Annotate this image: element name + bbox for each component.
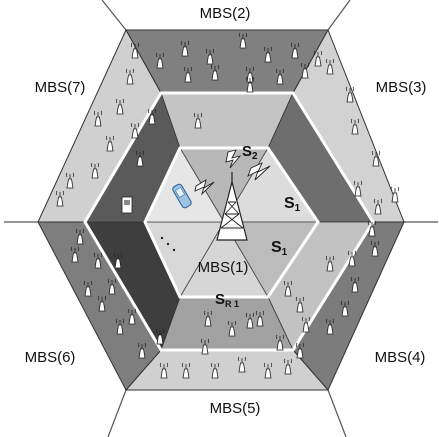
relay-icon bbox=[121, 196, 133, 214]
lightning-icon bbox=[194, 149, 271, 196]
sector-label-s1-lower: S1 bbox=[271, 239, 288, 258]
cell-boundary-lines bbox=[4, 0, 438, 437]
label-mbs-6: MBS(6) bbox=[25, 349, 76, 366]
middle-ring bbox=[84, 92, 374, 351]
label-mbs-3: MBS(3) bbox=[376, 79, 427, 96]
label-mbs-4: MBS(4) bbox=[375, 349, 426, 366]
user-trajectory-dots bbox=[160, 236, 176, 252]
label-mbs-5: MBS(5) bbox=[210, 400, 261, 417]
label-mbs-1: MBS(1) bbox=[198, 259, 249, 276]
label-mbs-2: MBS(2) bbox=[200, 5, 251, 22]
sector-label-sr1: SR 1 bbox=[215, 291, 239, 309]
middle-hex-outline bbox=[83, 91, 375, 352]
inner-hex-outline bbox=[143, 146, 320, 299]
mobile-phone-icon bbox=[172, 183, 192, 209]
label-mbs-7: MBS(7) bbox=[35, 79, 86, 96]
macro-tower-icon bbox=[216, 172, 248, 241]
inner-hexagon bbox=[144, 147, 319, 298]
sector-label-s2: S2 bbox=[242, 143, 258, 162]
hex-ring-outlines bbox=[83, 91, 375, 352]
sector-label-s1-upper: S1 bbox=[284, 195, 301, 214]
